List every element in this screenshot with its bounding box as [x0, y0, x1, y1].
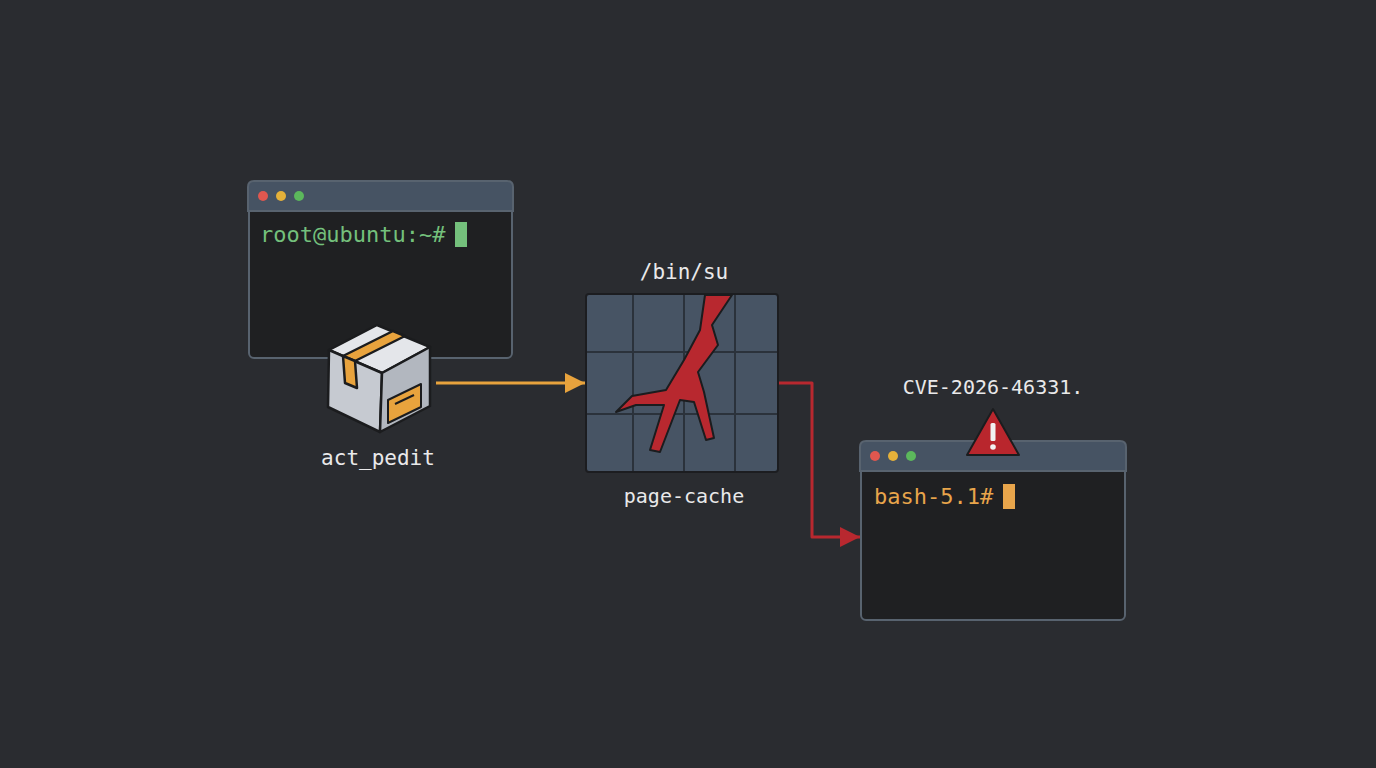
shell-prompt: bash-5.1# [874, 484, 1114, 509]
cube-label-line [395, 395, 414, 404]
flow-arrow [436, 382, 585, 385]
cube-right [380, 347, 430, 432]
cube-label [388, 384, 421, 423]
warning-bar [991, 423, 996, 441]
grid-line [587, 351, 777, 353]
flow-arrow [779, 383, 860, 537]
titlebar-bg [248, 181, 513, 211]
package-node: act_pedit [320, 322, 436, 472]
cube-left [328, 350, 382, 432]
page-cache-box: /bin/supage-cache [585, 293, 779, 473]
grid-line [734, 295, 736, 471]
package-label: act_pedit [300, 446, 456, 470]
minimize-dot [276, 191, 286, 201]
maximize-dot [294, 191, 304, 201]
cve-label: CVE-2026-46331. [870, 375, 1116, 399]
cube-tape [343, 331, 405, 361]
cube-top [329, 325, 430, 373]
terminal-window: root@ubuntu:~# [248, 181, 513, 359]
close-dot [870, 451, 880, 461]
grid-line [632, 295, 634, 471]
titlebar-bg [860, 441, 1126, 471]
shell-prompt: root@ubuntu:~# [260, 222, 500, 247]
close-dot [258, 191, 268, 201]
grid-lines [587, 295, 777, 471]
window-titlebar [860, 441, 1126, 471]
warning-dot [990, 444, 996, 450]
package-icon [328, 325, 430, 432]
warning-icon [967, 409, 1019, 455]
root-shell-window: bash-5.1# [860, 441, 1126, 621]
window-titlebar [248, 181, 513, 211]
warning-triangle [967, 409, 1019, 455]
crack-symbol [616, 295, 732, 452]
cube-tape [343, 356, 357, 388]
file-path: /bin/su [557, 260, 811, 284]
minimize-dot [888, 451, 898, 461]
grid-line [587, 413, 777, 415]
maximize-dot [906, 451, 916, 461]
grid-line [683, 295, 685, 471]
cache-label: page-cache [557, 484, 811, 508]
